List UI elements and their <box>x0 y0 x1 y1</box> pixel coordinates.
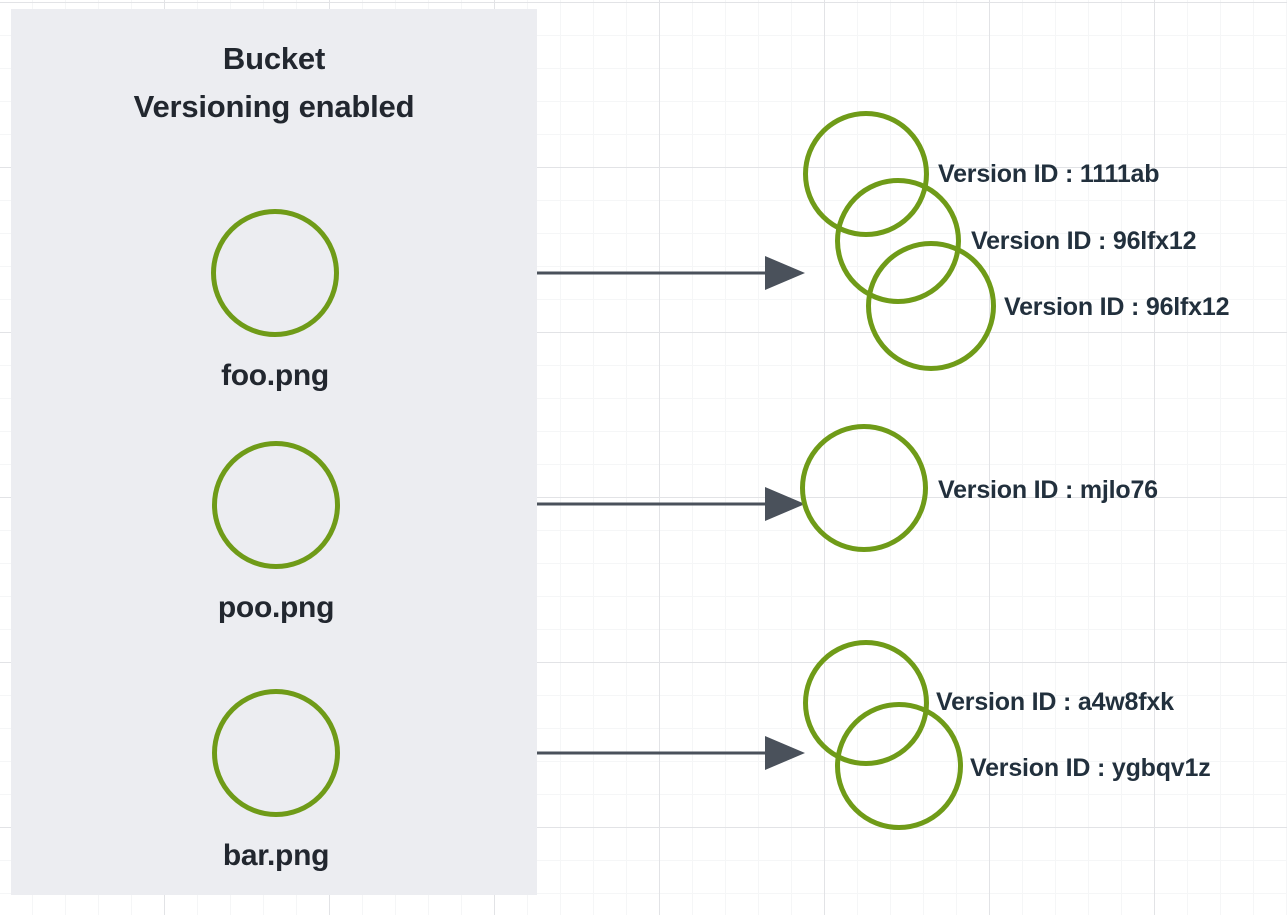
bucket-object-circle[interactable] <box>211 209 339 337</box>
version-id-label: Version ID : 96lfx12 <box>971 227 1197 255</box>
bucket-object-circle[interactable] <box>212 689 340 817</box>
bucket-object-label: foo.png <box>221 359 329 392</box>
version-id-label: Version ID : ygbqv1z <box>970 754 1211 782</box>
bucket-object-circle[interactable] <box>212 441 340 569</box>
version-id-label: Version ID : a4w8fxk <box>936 688 1174 716</box>
version-id-label: Version ID : mjlo76 <box>938 476 1158 504</box>
version-id-label: Version ID : 1111ab <box>938 160 1160 188</box>
version-id-label: Version ID : 96lfx12 <box>1004 293 1230 321</box>
bucket-title: Bucket Versioning enabled <box>133 41 415 124</box>
bucket-object-label: bar.png <box>222 839 330 872</box>
version-circle[interactable] <box>866 241 996 371</box>
bucket-object-label: poo.png <box>217 591 335 624</box>
version-circle[interactable] <box>835 702 963 830</box>
version-circle[interactable] <box>800 424 928 552</box>
